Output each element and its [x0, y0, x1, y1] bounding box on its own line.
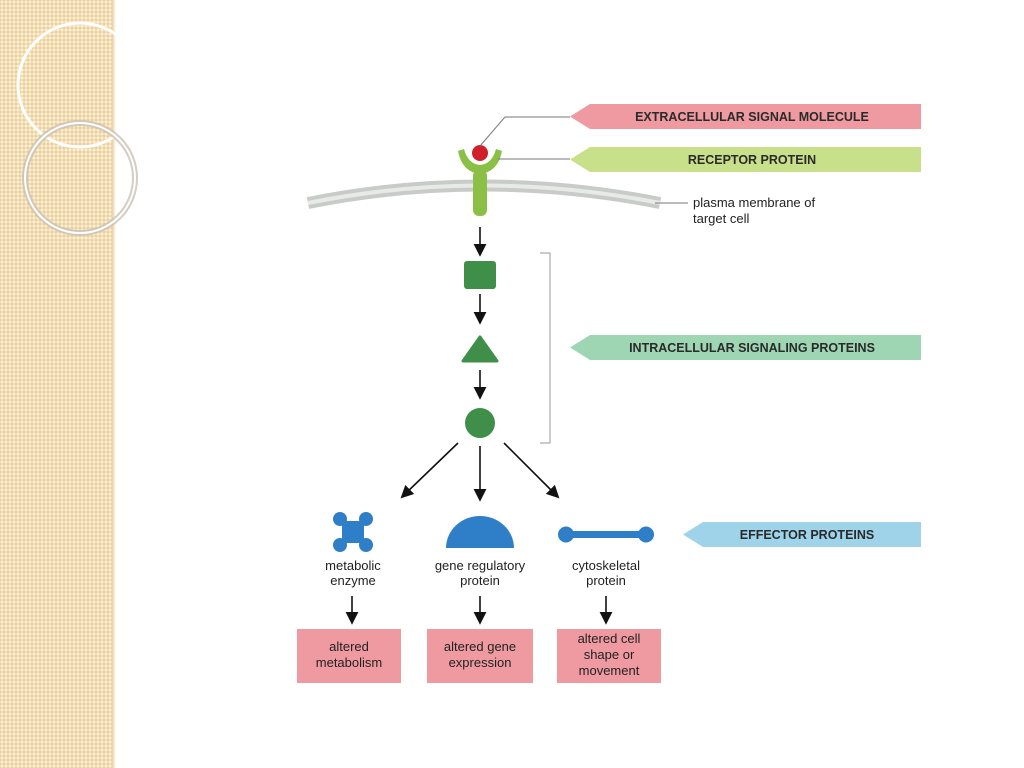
svg-text:altered cell: altered cell: [578, 631, 641, 646]
svg-text:altered: altered: [329, 639, 369, 654]
svg-text:metabolism: metabolism: [316, 655, 382, 670]
banner-effector: EFFECTOR PROTEINS: [683, 522, 921, 547]
sidebar-edge: [112, 0, 116, 768]
cytoskeletal-protein-icon: [558, 526, 654, 543]
svg-text:altered gene: altered gene: [444, 639, 516, 654]
metabolic-enzyme-icon: [333, 512, 373, 552]
triangle-signaling-protein-icon: [461, 335, 499, 363]
cytoskeletal-label-1: cytoskeletal: [572, 558, 640, 573]
banner-receptor: RECEPTOR PROTEIN: [570, 147, 921, 172]
outcome-altered-metabolism: altered metabolism: [297, 629, 401, 683]
svg-text:movement: movement: [579, 663, 640, 678]
gene-regulatory-protein-icon: [446, 516, 514, 548]
signaling-bracket: [540, 252, 551, 444]
banner-effector-label: EFFECTOR PROTEINS: [740, 528, 875, 542]
membrane-label-line-1: plasma membrane of: [693, 195, 815, 210]
arrow-to-cytoskeletal-protein: [503, 442, 560, 499]
gene-regulatory-label-1: gene regulatory: [435, 558, 526, 573]
banner-intracellular: INTRACELLULAR SIGNALING PROTEINS: [570, 335, 921, 360]
receptor-protein-icon: [458, 149, 502, 216]
banner-intracellular-label: INTRACELLULAR SIGNALING PROTEINS: [629, 341, 875, 355]
signal-molecule-icon: [472, 145, 488, 161]
signal-leader-line: [479, 116, 570, 147]
svg-text:shape or: shape or: [584, 647, 635, 662]
square-signaling-protein-icon: [464, 261, 496, 289]
decorative-circle-large: [16, 21, 144, 149]
banner-extracellular: EXTRACELLULAR SIGNAL MOLECULE: [570, 104, 921, 129]
arrow-to-metabolic-enzyme: [400, 442, 459, 499]
outcome-altered-gene-expression: altered gene expression: [427, 629, 533, 683]
gene-regulatory-label-2: protein: [460, 573, 500, 588]
circle-signaling-protein-icon: [465, 408, 495, 438]
membrane-label-line-2: target cell: [693, 211, 749, 226]
cytoskeletal-label-2: protein: [586, 573, 626, 588]
metabolic-enzyme-label-1: metabolic: [325, 558, 381, 573]
metabolic-enzyme-label-2: enzyme: [330, 573, 376, 588]
banner-extracellular-label: EXTRACELLULAR SIGNAL MOLECULE: [635, 110, 869, 124]
decorative-circle-outline: [24, 122, 136, 234]
svg-text:expression: expression: [449, 655, 512, 670]
banner-receptor-label: RECEPTOR PROTEIN: [688, 153, 816, 167]
outcome-altered-cell-shape: altered cell shape or movement: [557, 629, 661, 683]
